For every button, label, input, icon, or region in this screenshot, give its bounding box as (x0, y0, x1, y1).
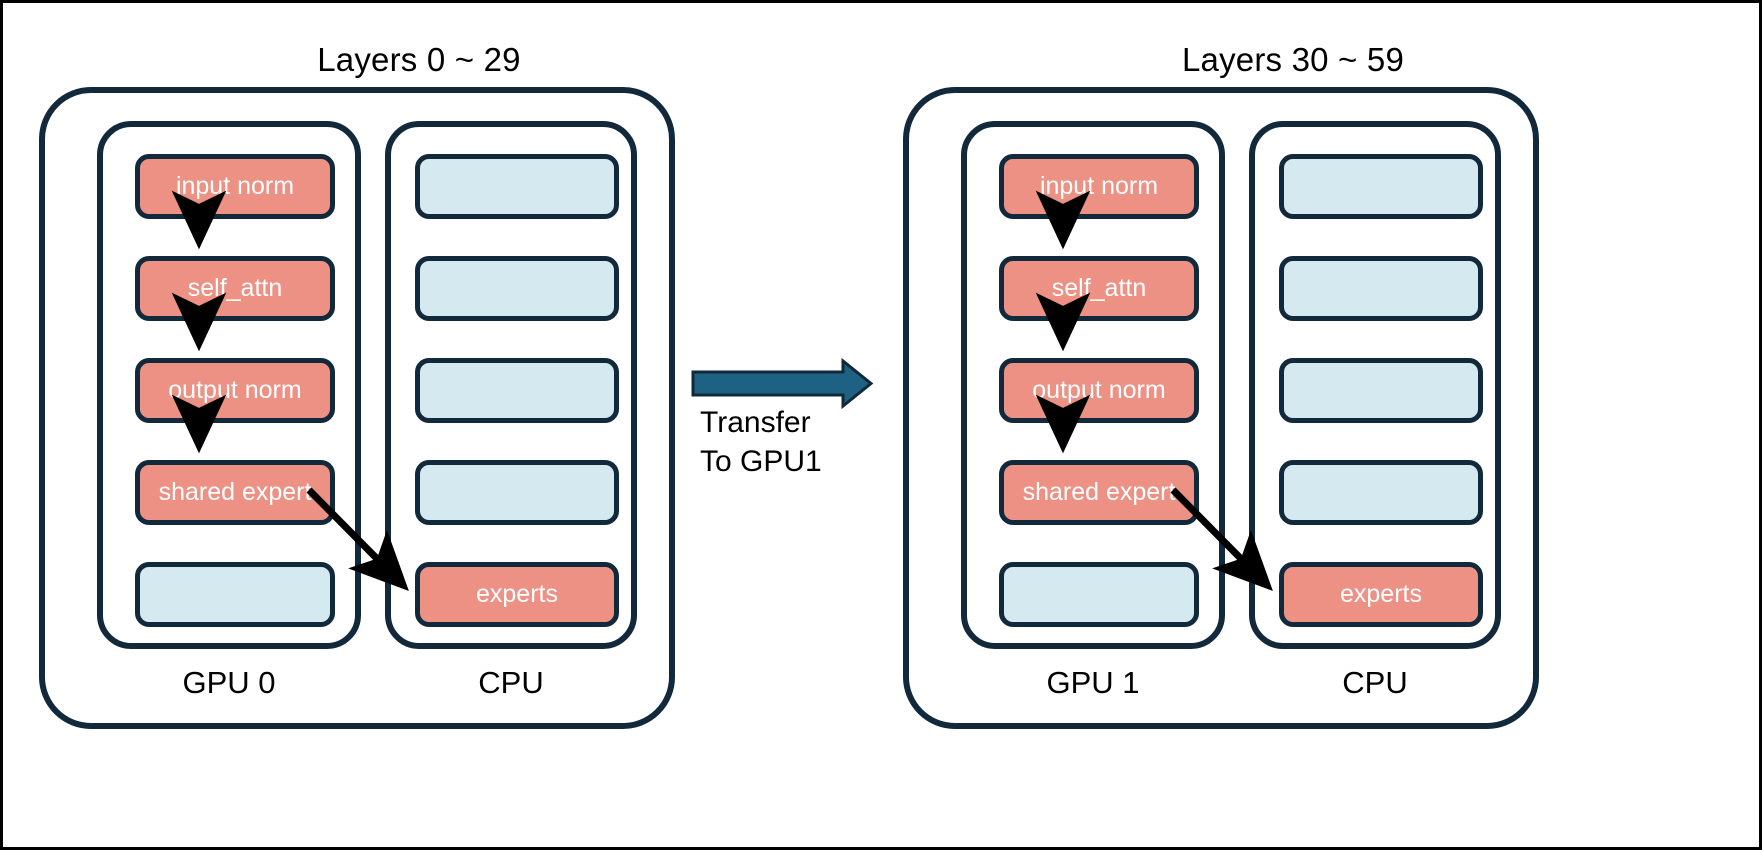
cpu-column-left: experts (385, 121, 637, 649)
block-placeholder-cpu-left-3[interactable] (415, 460, 619, 525)
device-label-gpu1: GPU 1 (1046, 665, 1140, 700)
gpu-column-left: input norm self_attn output norm shared … (97, 121, 361, 649)
device-group-right: input norm self_attn output norm shared … (903, 87, 1539, 729)
device-label-gpu0: GPU 0 (182, 665, 276, 700)
block-self-attn-gpu0[interactable]: self_attn (135, 256, 335, 321)
block-placeholder-cpu-left-1[interactable] (415, 256, 619, 321)
transfer-label-line1: Transfer (700, 406, 811, 439)
block-placeholder-cpu-right-1[interactable] (1279, 256, 1483, 321)
block-input-norm-gpu1[interactable]: input norm (999, 154, 1199, 219)
block-placeholder-cpu-left-2[interactable] (415, 358, 619, 423)
block-experts-cpu-right[interactable]: experts (1279, 562, 1483, 627)
block-self-attn-gpu1[interactable]: self_attn (999, 256, 1199, 321)
block-placeholder-cpu-right-2[interactable] (1279, 358, 1483, 423)
block-placeholder-cpu-left-0[interactable] (415, 154, 619, 219)
block-shared-expert-gpu0[interactable]: shared expert (135, 460, 335, 525)
block-placeholder-gpu1[interactable] (999, 562, 1199, 627)
gpu-column-right: input norm self_attn output norm shared … (961, 121, 1225, 649)
block-placeholder-cpu-right-3[interactable] (1279, 460, 1483, 525)
block-placeholder-cpu-right-0[interactable] (1279, 154, 1483, 219)
block-shared-expert-gpu1[interactable]: shared expert (999, 460, 1199, 525)
transfer-label: Transfer To GPU1 (700, 403, 880, 481)
block-experts-cpu-left[interactable]: experts (415, 562, 619, 627)
panel-title-right: Layers 30 ~ 59 (1181, 41, 1405, 78)
diagram-stage: Layers 0 ~ 29 Layers 30 ~ 59 input norm … (3, 3, 1762, 853)
transfer-arrow-icon (691, 357, 874, 410)
panel-title-left: Layers 0 ~ 29 (317, 41, 521, 78)
block-output-norm-gpu0[interactable]: output norm (135, 358, 335, 423)
transfer-label-line2: To GPU1 (700, 445, 822, 478)
device-group-left: input norm self_attn output norm shared … (39, 87, 675, 729)
device-label-cpu-right: CPU (1342, 665, 1408, 700)
device-label-cpu-left: CPU (478, 665, 544, 700)
block-placeholder-gpu0[interactable] (135, 562, 335, 627)
block-input-norm-gpu0[interactable]: input norm (135, 154, 335, 219)
block-output-norm-gpu1[interactable]: output norm (999, 358, 1199, 423)
cpu-column-right: experts (1249, 121, 1501, 649)
